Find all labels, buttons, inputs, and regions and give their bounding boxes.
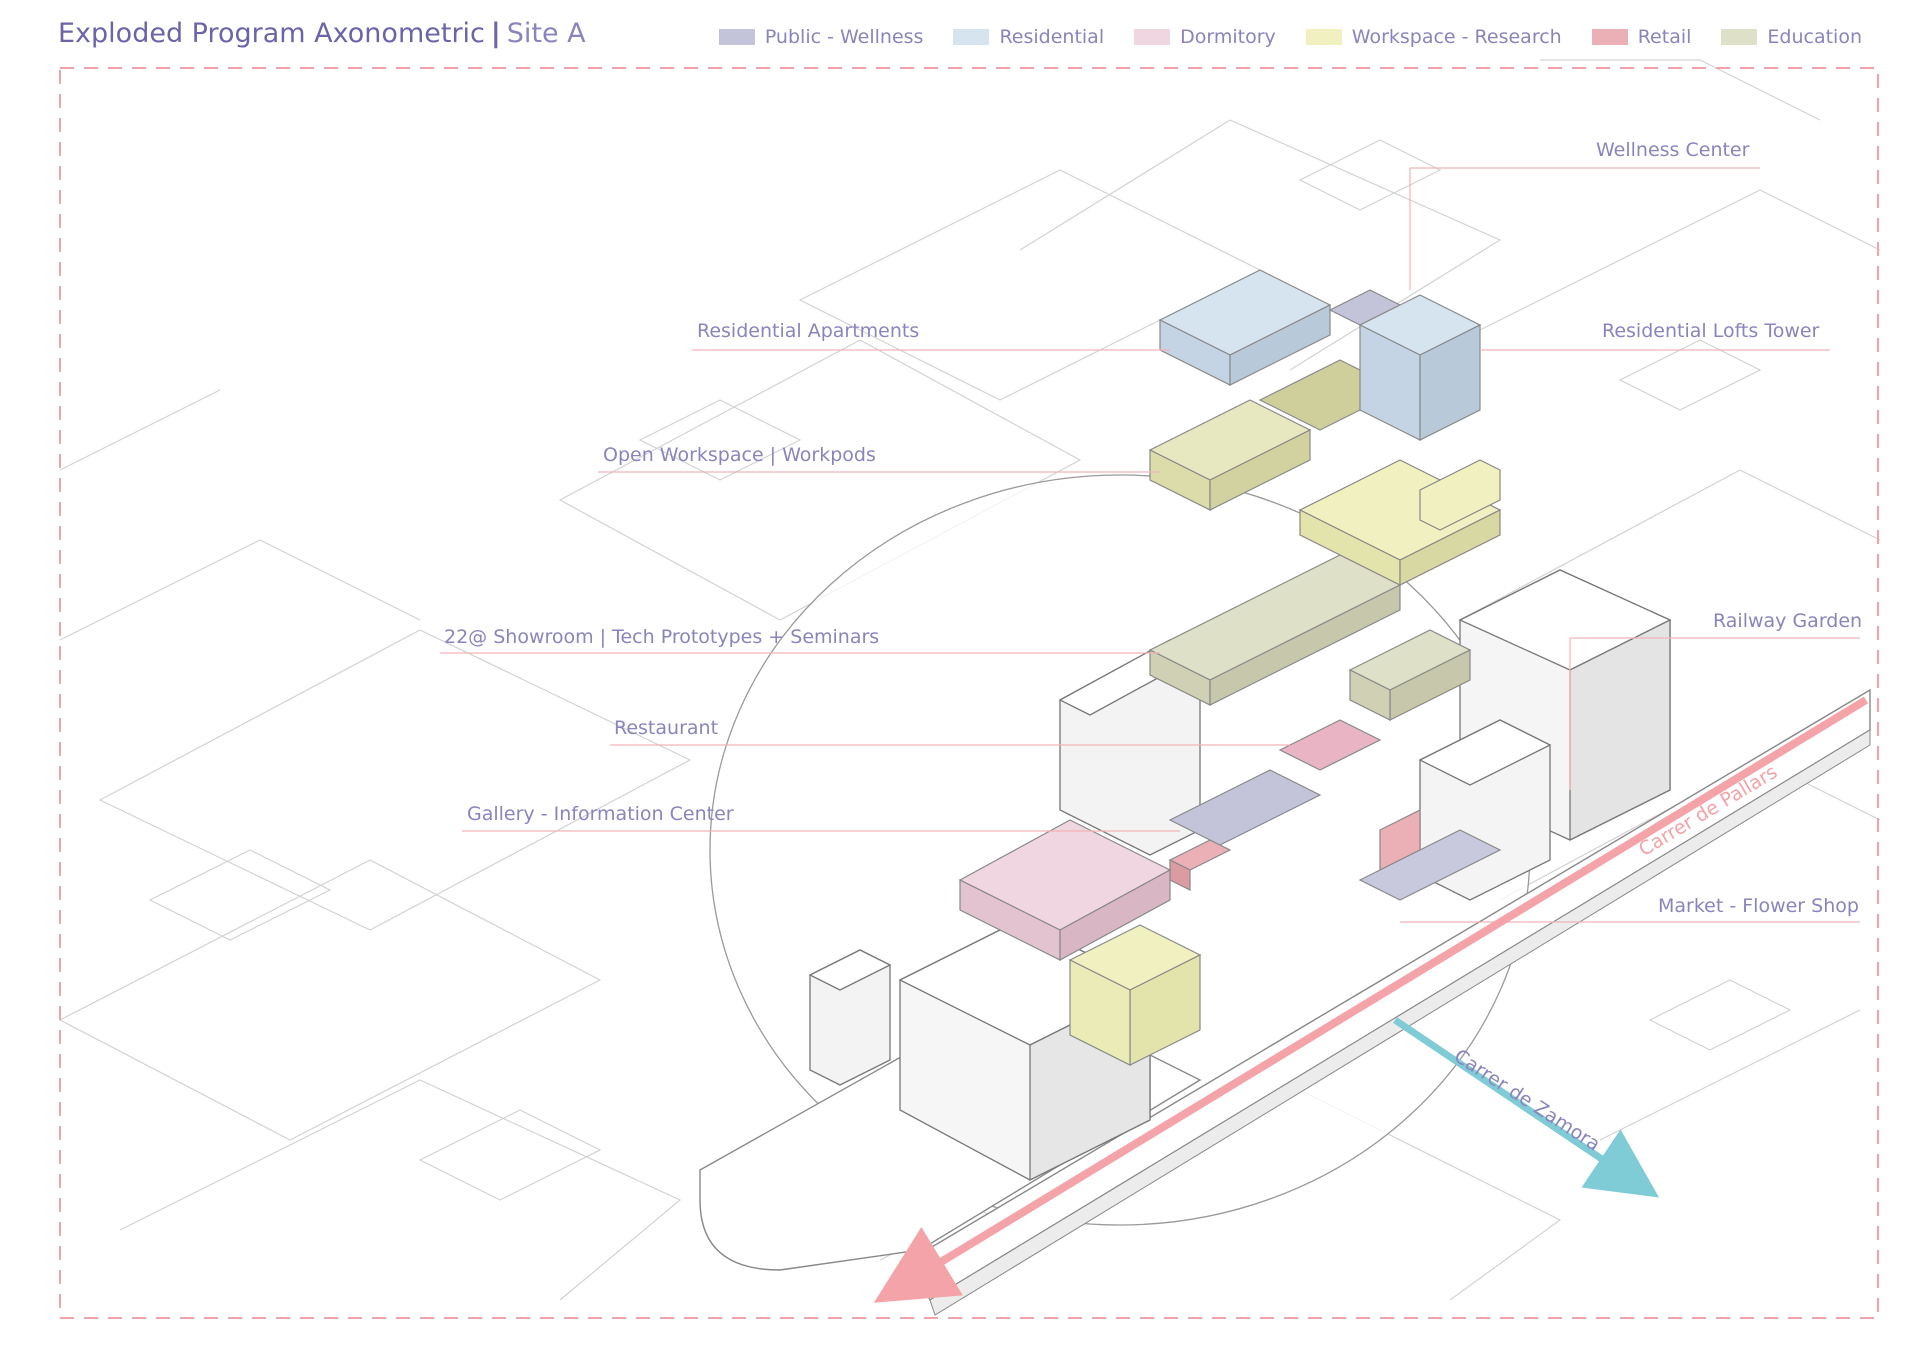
callout-gallery: Gallery - Information Center [467,803,734,825]
legend-label: Retail [1637,26,1692,48]
legend-label: Workspace - Research [1351,26,1562,48]
legend-swatch [1721,29,1758,45]
legend-label: Dormitory [1180,26,1276,48]
program-workspace-ground [1068,924,1202,1066]
callout-market: Market - Flower Shop [1658,895,1859,917]
legend-item-public-wellness: Public - Wellness [718,26,924,48]
callout-residential-lofts-tower: Residential Lofts Tower [1602,320,1820,342]
legend-item-dormitory: Dormitory [1134,26,1276,48]
callout-restaurant: Restaurant [614,717,719,739]
legend-item-residential: Residential [953,26,1104,48]
pallars-street-arrow [873,696,1869,1303]
callout-showroom: 22@ Showroom | Tech Prototypes + Seminar… [444,626,880,648]
title-main: Exploded Program Axonometric [58,18,485,49]
title-site: Site A [506,18,586,49]
legend-swatch [1134,29,1171,45]
callout-open-workspace: Open Workspace | Workpods [603,444,876,466]
legend-swatch [1591,29,1628,45]
legend-swatch [718,29,755,45]
title-separator: | [490,18,501,49]
legend-item-workspace-research: Workspace - Research [1305,26,1562,48]
legend-item-education: Education [1721,26,1862,48]
program-residential [1158,269,1482,441]
program-workspace-research [1148,359,1502,586]
callout-railway-garden: Railway Garden [1713,610,1863,632]
callout-residential-apartments: Residential Apartments [697,320,920,342]
program-legend: Public - Wellness Residential Dormitory … [718,26,1862,48]
legend-label: Public - Wellness [764,26,924,48]
diagram-title: Exploded Program Axonometric|Site A [58,18,586,49]
legend-item-retail: Retail [1591,26,1692,48]
legend-swatch [1305,29,1342,45]
legend-swatch [953,29,990,45]
program-restaurant [1278,719,1382,771]
callout-wellness-center: Wellness Center [1596,139,1750,161]
legend-label: Residential [999,26,1105,48]
legend-label: Education [1767,26,1862,48]
zamora-street-arrow [1393,1017,1660,1198]
program-dormitory [958,819,1172,962]
program-education [1148,554,1472,721]
program-public-wellness [1168,769,1502,901]
